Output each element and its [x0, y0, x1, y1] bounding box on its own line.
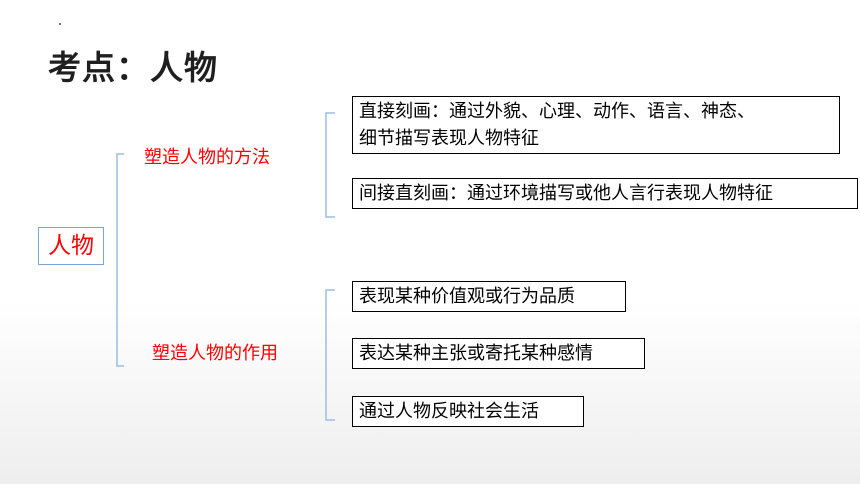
effect-value-box: 表现某种价值观或行为品质 — [352, 281, 626, 312]
page-title: 考点：人物 — [48, 48, 218, 87]
method-indirect-box: 间接直刻画：通过环境描写或他人言行表现人物特征 — [352, 178, 858, 209]
method-direct-line-2: 细节描写表现人物特征 — [359, 128, 539, 149]
effect-society-text: 通过人物反映社会生活 — [359, 401, 539, 422]
effect-bracket — [325, 289, 335, 421]
method-direct-box: 直接刻画：通过外貌、心理、动作、语言、神态、 细节描写表现人物特征 — [352, 96, 840, 154]
branch-effect-label: 塑造人物的作用 — [152, 343, 278, 364]
decorative-dot — [59, 23, 61, 25]
root-node: 人物 — [38, 227, 104, 265]
method-direct-line-1: 直接刻画：通过外貌、心理、动作、语言、神态、 — [359, 101, 755, 122]
effect-society-box: 通过人物反映社会生活 — [352, 396, 584, 427]
effect-emotion-text: 表达某种主张或寄托某种感情 — [359, 343, 593, 364]
effect-emotion-box: 表达某种主张或寄托某种感情 — [352, 338, 645, 369]
effect-value-text: 表现某种价值观或行为品质 — [359, 286, 575, 307]
method-bracket — [325, 112, 335, 218]
root-bracket — [116, 153, 124, 367]
method-indirect-text: 间接直刻画：通过环境描写或他人言行表现人物特征 — [359, 183, 773, 204]
branch-method-label: 塑造人物的方法 — [144, 147, 270, 168]
